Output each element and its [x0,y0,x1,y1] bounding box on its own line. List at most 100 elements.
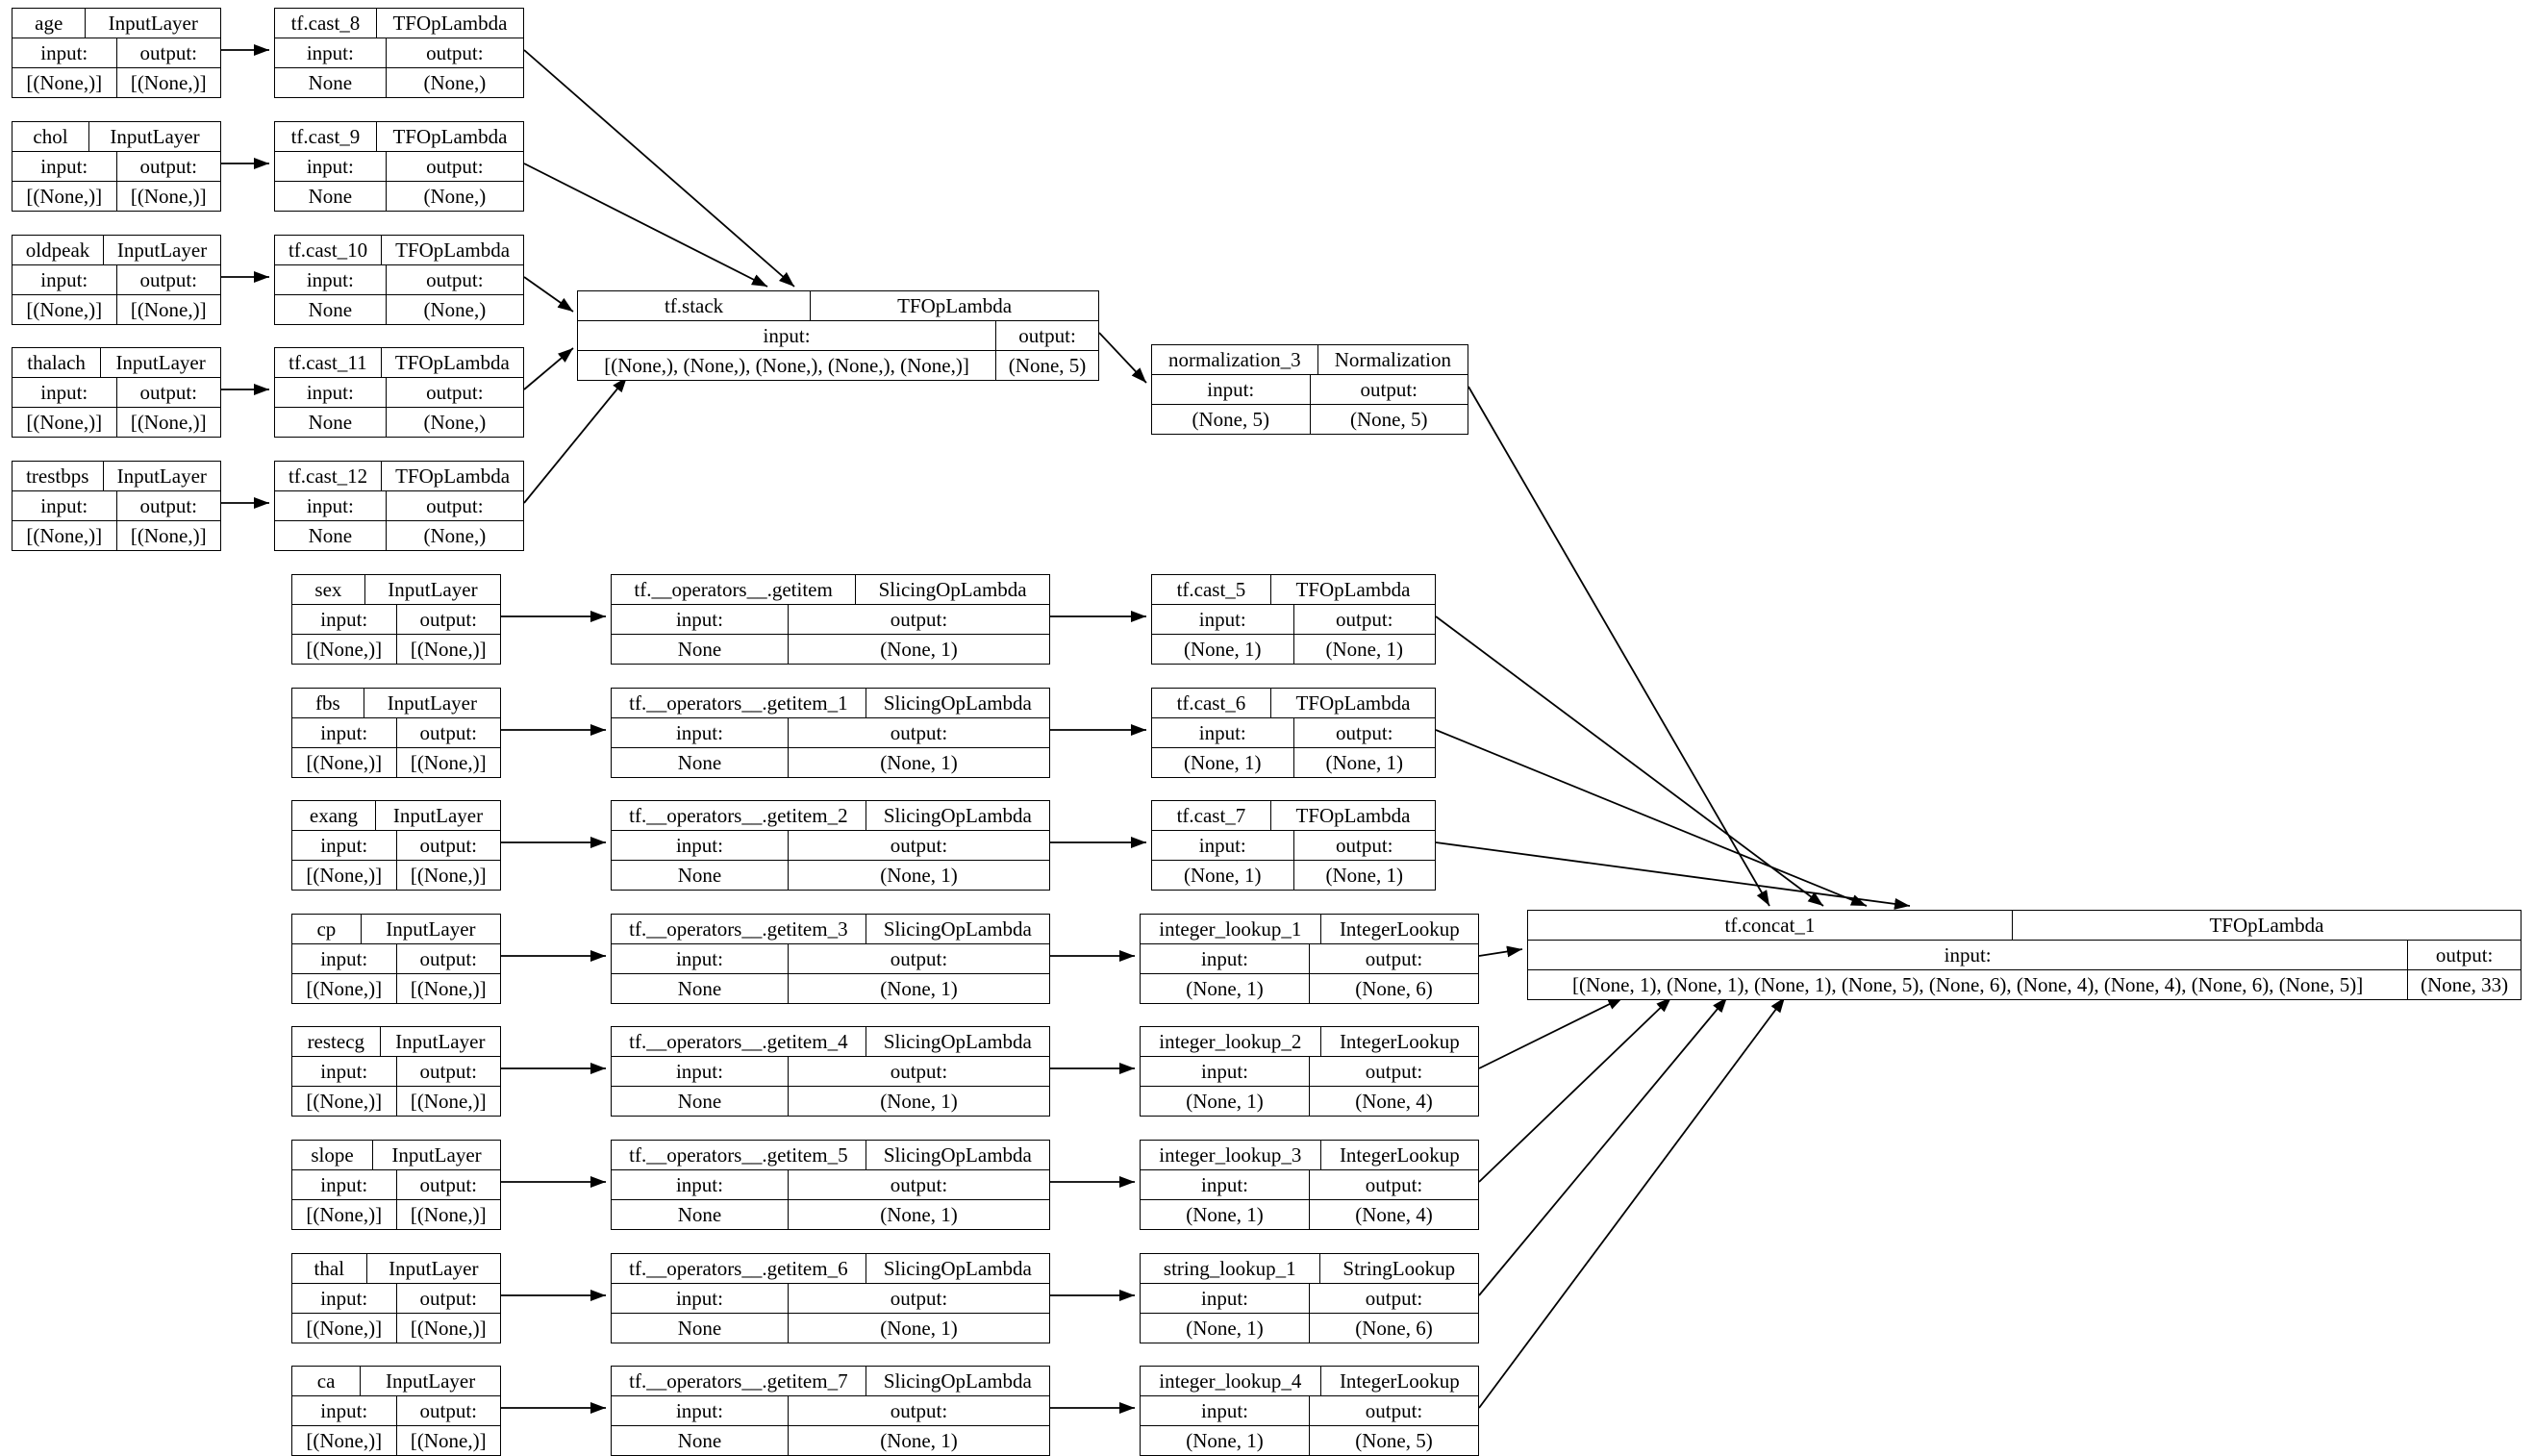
output-shape: (None, 1) [1292,634,1435,664]
layer-type: InputLayer [379,1027,500,1056]
output-label: output: [1292,718,1435,748]
layer-name: exang [309,804,359,827]
output-shape: (None,) [385,67,523,97]
output-label: output: [1292,605,1435,635]
layer-type: InputLayer [360,915,500,943]
layer-name: integer_lookup_1 [1159,917,1302,941]
layer-type: InputLayer [364,575,500,604]
layer-type: InputLayer [374,801,500,830]
input-shape: [(None, 1), (None, 1), (None, 1), (None,… [1528,969,2408,999]
layer-type: TFOpLambda [1269,689,1435,717]
layer-type: InputLayer [85,9,220,38]
layer-type: SlicingOpLambda [865,1141,1049,1169]
input-shape: [(None,)] [292,1199,396,1229]
output-shape: [(None,)] [395,1086,500,1116]
output-shape: (None, 6) [1309,973,1478,1003]
edge-cast7-concat1 [1435,841,1911,910]
input-shape: (None, 1) [1152,860,1293,890]
output-shape: (None, 1) [787,1425,1049,1455]
output-shape: (None, 5) [995,350,1098,380]
layer-type: TFOpLambda [2011,911,2521,940]
layer-type: InputLayer [88,122,220,151]
edge-il2-concat1 [1478,996,1624,1069]
output-label: output: [787,944,1049,974]
input-label: input: [306,268,354,291]
input-label: input: [320,834,368,857]
output-label: output: [115,491,220,521]
input-shape: (None, 1) [1141,1313,1310,1343]
input-label: input: [320,608,368,631]
input-shape: [(None,)] [292,1313,396,1343]
output-shape: [(None,)] [115,181,220,211]
input-label: input: [306,381,354,404]
layer-type: SlicingOpLambda [865,1367,1049,1395]
layer-type: InputLayer [360,1367,500,1395]
output-shape: (None, 1) [1292,747,1435,777]
input-label: input: [40,41,88,64]
layer-type: TFOpLambda [810,291,1098,320]
layer-name: slope [311,1143,354,1167]
output-label: output: [395,1170,500,1200]
output-shape: (None, 1) [787,634,1049,664]
output-shape: [(None,)] [395,747,500,777]
output-shape: [(None,)] [115,407,220,437]
input-label: input: [306,41,354,64]
input-label: input: [40,494,88,517]
input-label: input: [40,381,88,404]
layer-type: InputLayer [103,236,220,264]
edge-cast11-stack [523,347,574,390]
layer-name: integer_lookup_4 [1159,1369,1302,1393]
input-label: input: [1198,834,1246,857]
output-shape: (None, 5) [1309,1425,1478,1455]
layer-type: TFOpLambda [1269,801,1435,830]
edge-sl1-concat1 [1478,996,1728,1296]
input-label: input: [320,1060,368,1083]
input-shape: None [612,747,789,777]
layer-name: tf.cast_8 [290,12,361,35]
layer-type: InputLayer [372,1141,500,1169]
node-header: slope InputLayer [292,1141,500,1170]
output-label: output: [1309,1284,1478,1314]
layer-type: Normalization [1317,345,1468,374]
output-label: output: [2407,941,2521,970]
output-label: output: [385,265,523,295]
output-label: output: [787,1170,1049,1200]
layer-name: tf.__operators__.getitem_1 [629,691,848,715]
input-shape: (None, 1) [1141,1425,1310,1455]
input-shape: [(None,)] [13,181,116,211]
input-shape: [(None,)] [13,520,116,550]
output-label: output: [1292,831,1435,861]
output-label: output: [395,605,500,635]
output-shape: [(None,)] [395,860,500,890]
edge-il4-concat1 [1478,996,1786,1409]
input-label: input: [1200,1173,1248,1196]
layer-name: tf.stack [664,294,724,317]
output-shape: [(None,)] [395,1199,500,1229]
output-shape: (None, 1) [787,1313,1049,1343]
edge-stack-norm3 [1098,332,1147,384]
output-shape: (None, 5) [1309,404,1468,434]
